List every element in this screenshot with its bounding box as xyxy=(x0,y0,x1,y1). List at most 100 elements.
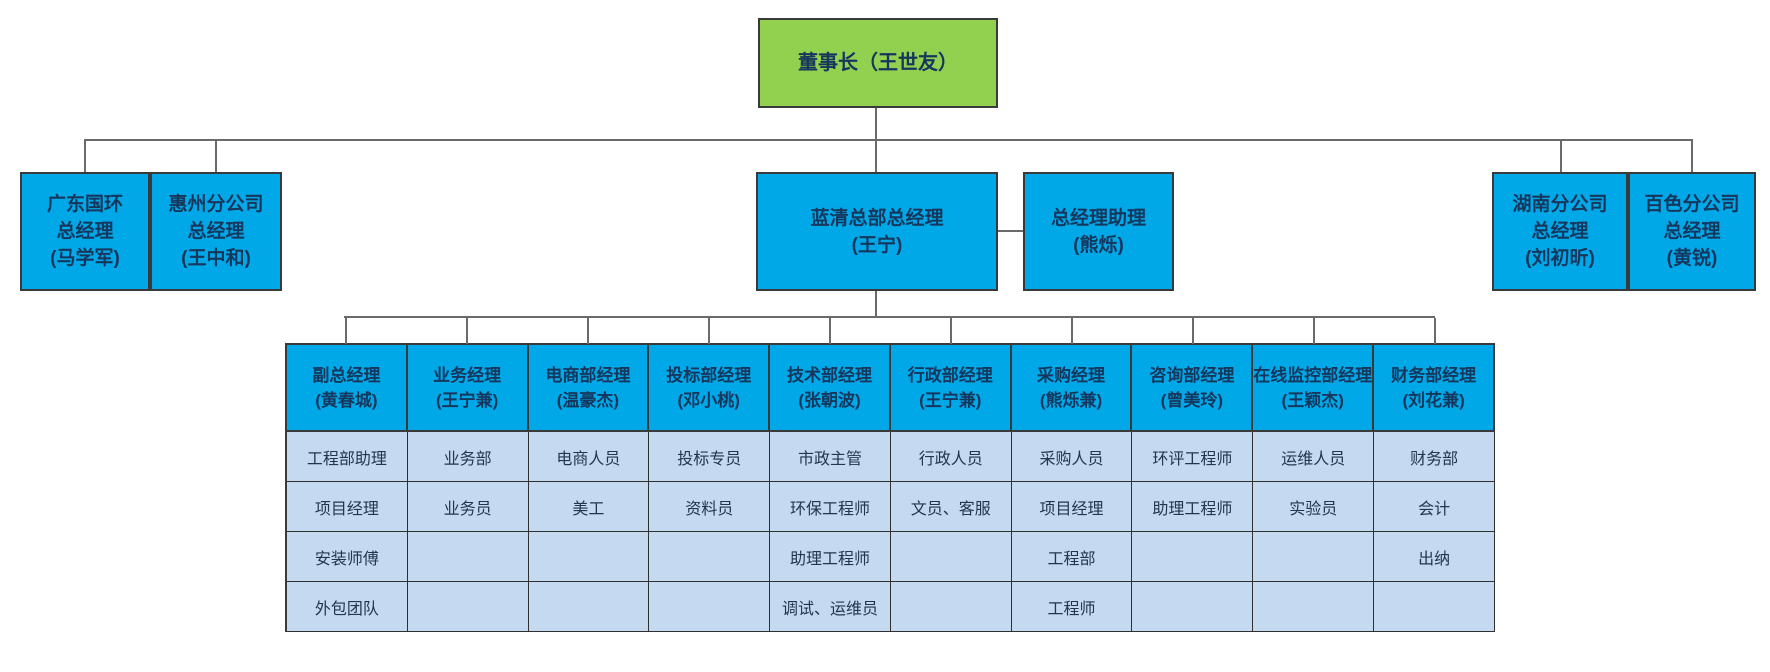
org-box-hunan-branch: 湖南分公司 总经理 (刘初昕) xyxy=(1492,172,1628,291)
box-line: 百色分公司 xyxy=(1644,194,1740,215)
dept-cell-r2-c8: 助理工程师 xyxy=(1132,482,1254,532)
connector-drop-hz xyxy=(215,141,217,172)
org-box-gm-assistant: 总经理助理 (熊烁) xyxy=(1023,172,1174,291)
dept-manager-name: (王宁兼) xyxy=(435,390,499,410)
box-line: (熊烁) xyxy=(1073,234,1124,256)
box-line: 总经理 xyxy=(56,221,114,242)
dept-cell-r4-c8 xyxy=(1132,582,1254,632)
dept-title: 副总经理 xyxy=(312,365,381,385)
dept-cell-r1-c9: 运维人员 xyxy=(1253,432,1375,482)
dept-cell-r1-c3: 电商人员 xyxy=(528,432,650,482)
dept-manager-name: (熊烁兼) xyxy=(1039,390,1103,410)
org-box-lanqing-hq-gm: 蓝清总部总经理 (王宁) xyxy=(756,172,998,291)
dept-cell-r3-c7: 工程部 xyxy=(1011,532,1133,582)
dept-title: 行政部经理 xyxy=(907,365,993,385)
connector-dept-drop xyxy=(708,318,710,344)
dept-title: 在线监控部经理 xyxy=(1253,365,1373,385)
connector-dept-drop xyxy=(950,318,952,344)
dept-header-3: 电商部经理 (温豪杰) xyxy=(528,345,650,432)
dept-header-10: 财务部经理 (刘花兼) xyxy=(1374,345,1495,432)
box-line: 总经理 xyxy=(1531,221,1589,242)
dept-header-9: 在线监控部经理 (王颖杰) xyxy=(1253,345,1375,432)
box-line: 惠州分公司 xyxy=(168,194,264,215)
dept-cell-r1-c8: 环评工程师 xyxy=(1132,432,1254,482)
dept-manager-name: (王颖杰) xyxy=(1281,390,1344,410)
dept-cell-r4-c1: 外包团队 xyxy=(287,582,408,632)
dept-manager-name: (邓小桃) xyxy=(677,390,740,410)
org-box-baise-branch: 百色分公司 总经理 (黄锐) xyxy=(1628,172,1756,291)
dept-cell-r4-c3 xyxy=(528,582,650,632)
dept-cell-r1-c1: 工程部助理 xyxy=(287,432,408,482)
dept-header-5: 技术部经理 (张朝波) xyxy=(770,345,891,432)
dept-cell-r3-c8 xyxy=(1132,532,1254,582)
dept-manager-name: (温豪杰) xyxy=(556,390,620,410)
dept-title: 业务经理 xyxy=(433,365,502,385)
dept-header-4: 投标部经理 (邓小桃) xyxy=(649,345,771,432)
dept-cell-r3-c3 xyxy=(528,532,650,582)
box-line: 总经理 xyxy=(187,221,245,242)
dept-manager-name: (王宁兼) xyxy=(919,390,982,410)
connector-lq-bottom-drop xyxy=(875,291,877,317)
dept-cell-r1-c2: 业务部 xyxy=(407,432,529,482)
dept-cell-r1-c10: 财务部 xyxy=(1374,432,1495,482)
dept-header-6: 行政部经理 (王宁兼) xyxy=(890,345,1012,432)
dept-cell-r2-c3: 美工 xyxy=(528,482,650,532)
dept-header-2: 业务经理 (王宁兼) xyxy=(407,345,529,432)
connector-drop-gd xyxy=(84,141,86,172)
chairman-label: 董事长（王世友） xyxy=(798,52,958,74)
box-line: 湖南分公司 xyxy=(1512,194,1608,215)
dept-title: 技术部经理 xyxy=(786,365,872,385)
connector-dept-drop xyxy=(587,318,589,344)
box-line: 广东国环 xyxy=(46,194,123,215)
dept-cell-r2-c4: 资料员 xyxy=(649,482,771,532)
org-box-huizhou-branch: 惠州分公司 总经理 (王中和) xyxy=(150,172,282,291)
dept-cell-r4-c10 xyxy=(1374,582,1495,632)
org-box-chairman: 董事长（王世友） xyxy=(758,18,998,108)
dept-title: 财务部经理 xyxy=(1391,365,1477,385)
dept-title: 电商部经理 xyxy=(545,365,631,385)
dept-manager-name: (刘花兼) xyxy=(1402,390,1465,410)
connector-drop-lq xyxy=(875,141,877,172)
dept-cell-r3-c1: 安装师傅 xyxy=(287,532,408,582)
dept-cell-r2-c2: 业务员 xyxy=(407,482,529,532)
dept-cell-r4-c5: 调试、运维员 xyxy=(770,582,891,632)
dept-cell-r4-c7: 工程师 xyxy=(1011,582,1133,632)
box-line: (刘初昕) xyxy=(1525,248,1595,269)
connector-drop-hn xyxy=(1560,141,1562,172)
dept-header-7: 采购经理(熊烁兼) xyxy=(1011,345,1133,432)
dept-header-1: 副总经理(黄春城) xyxy=(287,345,408,432)
connector-bus-depts xyxy=(344,316,1435,318)
dept-cell-r2-c5: 环保工程师 xyxy=(770,482,891,532)
departments-table: 副总经理(黄春城) 业务经理 (王宁兼) 电商部经理 (温豪杰) 投标部经理 (邓小桃) 技术… xyxy=(285,343,1495,632)
dept-cell-r2-c10: 会计 xyxy=(1374,482,1495,532)
dept-cell-r3-c5: 助理工程师 xyxy=(770,532,891,582)
dept-cell-r3-c2 xyxy=(407,532,529,582)
box-line: (王宁) xyxy=(851,234,903,256)
dept-cell-r2-c7: 项目经理 xyxy=(1011,482,1133,532)
connector-bus-top xyxy=(84,139,1693,141)
dept-cell-r3-c9 xyxy=(1253,532,1375,582)
connector-drop-bs xyxy=(1691,141,1693,172)
connector-dept-drop xyxy=(1071,318,1073,344)
dept-cell-r1-c6: 行政人员 xyxy=(890,432,1012,482)
dept-cell-r3-c6 xyxy=(890,532,1012,582)
dept-title: 投标部经理 xyxy=(666,365,752,385)
dept-cell-r2-c1: 项目经理 xyxy=(287,482,408,532)
dept-cell-r4-c6 xyxy=(890,582,1012,632)
connector-dept-drop xyxy=(345,318,347,344)
connector-dept-drop xyxy=(1192,318,1194,344)
connector-chairman-drop xyxy=(875,108,877,141)
dept-title: 咨询部经理 xyxy=(1149,365,1235,385)
org-box-guangdong-guohuan: 广东国环 总经理 (马学军) xyxy=(20,172,150,291)
box-line: (黄锐) xyxy=(1666,248,1718,269)
connector-dept-drop xyxy=(466,318,468,344)
box-line: (马学军) xyxy=(50,248,120,269)
connector-dept-drop xyxy=(1313,318,1315,344)
box-line: 总经理 xyxy=(1663,221,1721,242)
dept-cell-r1-c5: 市政主管 xyxy=(770,432,891,482)
dept-cell-r1-c7: 采购人员 xyxy=(1011,432,1133,482)
dept-cell-r4-c2 xyxy=(407,582,529,632)
dept-cell-r1-c4: 投标专员 xyxy=(649,432,771,482)
dept-manager-name: (张朝波) xyxy=(798,390,861,410)
